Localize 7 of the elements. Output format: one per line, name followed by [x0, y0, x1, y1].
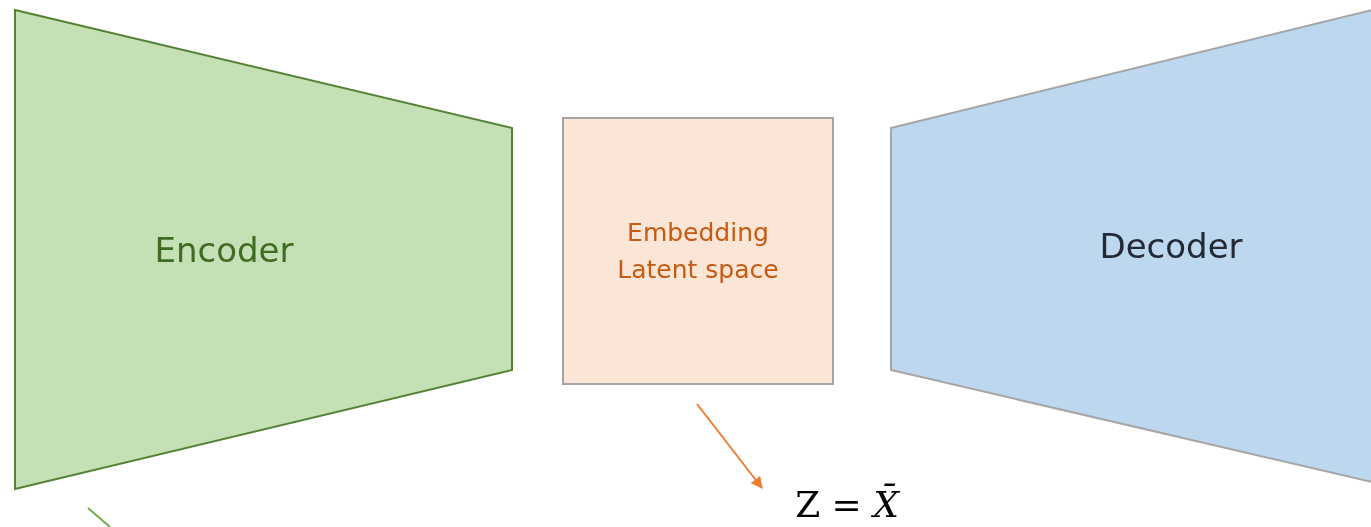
- latent-space-box: [562, 117, 834, 385]
- latent-space-label: Embedding Latent space: [616, 216, 780, 286]
- arrow: [696, 403, 763, 489]
- encoder-label: Encoder: [153, 228, 295, 272]
- encoder-block: [14, 9, 514, 491]
- decoder-label: Decoder: [1098, 225, 1244, 268]
- decoder-block: [890, 9, 1371, 484]
